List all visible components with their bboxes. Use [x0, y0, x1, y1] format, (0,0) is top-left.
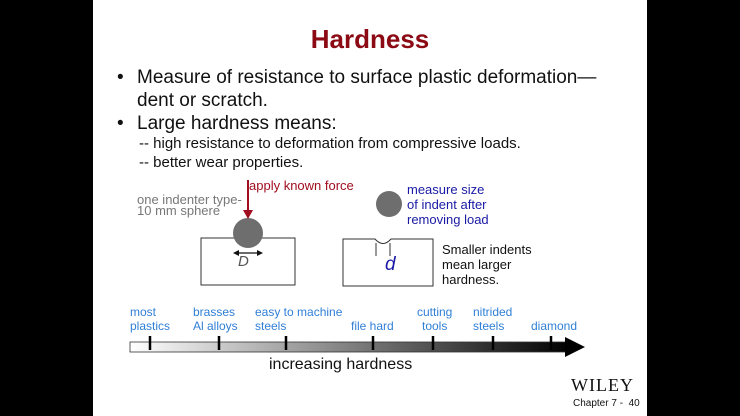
measure-label-2: of indent after — [407, 197, 487, 212]
conclusion-1: Smaller indents — [442, 242, 532, 257]
indenter-label-2: 10 mm sphere — [137, 203, 221, 218]
scale-item: diamond — [531, 319, 578, 333]
bullet-1-line-2: dent or scratch. — [137, 90, 268, 111]
conclusion-2: mean larger — [442, 257, 512, 272]
page-number: 40 — [628, 398, 640, 409]
bullet-dot: • — [117, 113, 124, 134]
measure-label-3: removing load — [407, 212, 489, 227]
scale-axis-label: increasing hardness — [269, 356, 413, 373]
conclusion-3: hardness. — [442, 272, 500, 287]
scale-item: file hard — [351, 319, 394, 333]
slide-title: Hardness — [310, 24, 430, 54]
wiley-logo: WILEY — [571, 375, 634, 395]
sub-bullet-1: -- high resistance to deformation from c… — [139, 135, 521, 152]
force-label: apply known force — [249, 178, 354, 193]
indent-label: d — [385, 254, 396, 275]
chapter-label: Chapter 7 - 40 — [573, 398, 640, 409]
indenter-label-1: one indenter type- — [137, 192, 242, 207]
bullet-1-line-1: Measure of resistance to surface plastic… — [137, 67, 597, 88]
bullet-2: Large hardness means: — [137, 113, 337, 134]
slide: Hardness • Measure of resistance to surf… — [93, 0, 647, 416]
diameter-label: D — [238, 253, 249, 270]
indentation-diagram — [129, 180, 585, 357]
sub-bullet-2: -- better wear properties. — [139, 154, 304, 171]
bullet-dot: • — [117, 67, 124, 88]
measure-label-1: measure size — [407, 182, 485, 197]
